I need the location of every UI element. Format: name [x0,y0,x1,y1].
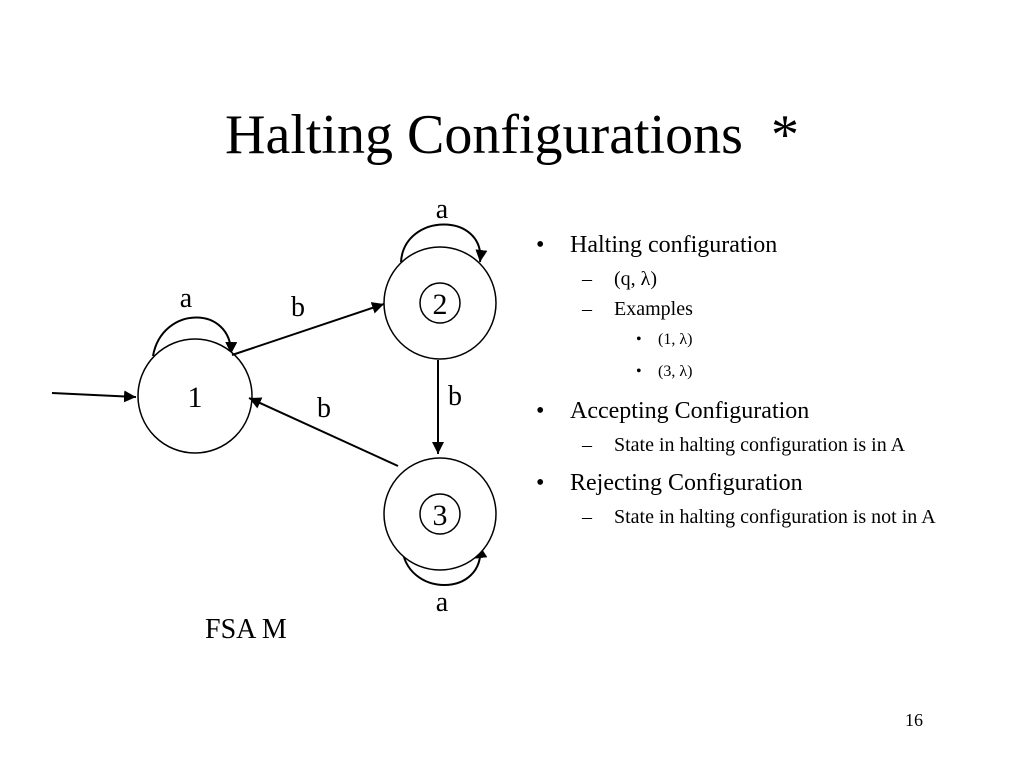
sub-bullet-examples: – Examples • (1, λ) • (3, λ) [570,294,956,388]
sub-bullet-accepting-definition: – State in halting configuration is in A [570,430,956,460]
bullet-accepting-configuration: • Accepting Configuration – State in hal… [536,396,956,460]
bullet-list: • Halting configuration – (q, λ) – Examp… [536,230,956,540]
state-2-label: 2 [433,288,448,321]
example-item-2: • (3, λ) [614,356,956,388]
bullet-marker: • [536,398,545,424]
sub-bullet-text: State in halting configuration is not in… [614,506,936,528]
self-loop-3-label: a [436,587,449,618]
sub-bullet-halting-form: – (q, λ) [570,264,956,294]
page-number: 16 [905,710,923,730]
dash-marker: – [582,298,592,320]
self-loop-3 [401,545,488,586]
edge-2-to-3-label: b [448,381,462,412]
example-text: (3, λ) [658,363,693,380]
state-1-label: 1 [188,381,203,414]
bullet-marker: • [536,470,545,496]
bullet-halting-configuration: • Halting configuration – (q, λ) – Examp… [536,230,956,388]
example-item-1: • (1, λ) [614,324,956,356]
bullet-text: Halting configuration [570,232,778,258]
state-2-inner-circle [419,282,461,324]
self-loop-2-label: a [436,194,449,225]
sub-bullet-text: Examples [614,298,693,320]
self-loop-2 [400,223,488,263]
sub-bullet-text: State in halting configuration is in A [614,434,906,456]
bullet-text: Accepting Configuration [570,398,810,424]
diagram-caption: FSA M [205,614,287,645]
self-loop-1-label: a [180,283,193,314]
dash-marker: – [582,268,592,290]
start-arrow [51,390,137,403]
sub-bullet-text: (q, λ) [614,268,658,290]
edge-1-to-2-label: b [291,292,305,323]
edge-3-to-1-label: b [317,393,331,424]
bullet-rejecting-configuration: • Rejecting Configuration – State in hal… [536,468,956,532]
example-text: (1, λ) [658,331,693,348]
dash-marker: – [582,434,592,456]
slide-title: Halting Configurations * [225,104,799,166]
bullet-text: Rejecting Configuration [570,470,803,496]
state-2-outer-circle [383,246,497,360]
state-1-circle [137,338,253,454]
edge-3-to-1 [248,397,399,467]
state-3-outer-circle [383,457,497,571]
bullet-marker: • [636,363,642,380]
state-3-label: 3 [433,499,448,532]
bullet-marker: • [636,331,642,348]
edge-1-to-2 [231,302,385,356]
dash-marker: – [582,506,592,528]
state-3-inner-circle [419,493,461,535]
sub-bullet-rejecting-definition: – State in halting configuration is not … [570,502,956,532]
bullet-marker: • [536,232,545,258]
self-loop-1 [152,316,238,357]
